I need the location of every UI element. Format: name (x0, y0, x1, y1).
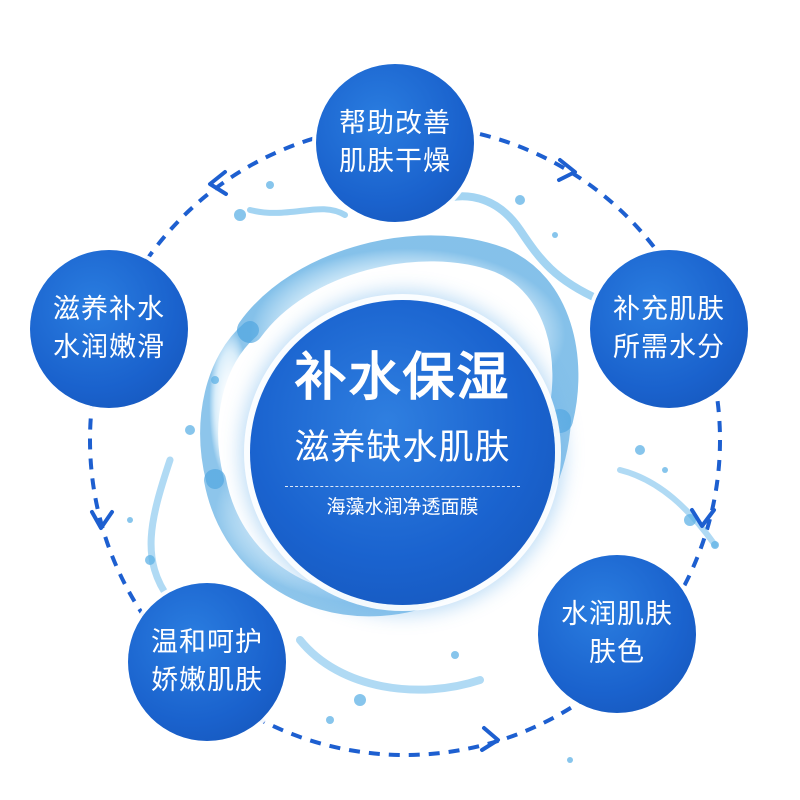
center-title: 补水保湿 (294, 348, 511, 408)
benefit-line: 水润嫩滑 (53, 332, 165, 363)
benefit-line: 肤色 (589, 637, 645, 668)
benefit-line: 补充肌肤 (613, 294, 725, 325)
benefit-line: 帮助改善 (339, 108, 451, 139)
center-subtitle: 滋养缺水肌肤 (294, 428, 511, 468)
benefit-bubble-complexion: 水润肌肤 肤色 (538, 555, 696, 713)
benefit-line: 滋养补水 (53, 294, 165, 325)
divider (285, 486, 520, 487)
product-name: 海藻水润净透面膜 (326, 496, 479, 518)
cycle-arrow-icon (90, 158, 716, 752)
benefit-bubble-gentle-care: 温和呵护 娇嫩肌肤 (128, 583, 286, 741)
benefit-bubble-moisture: 补充肌肤 所需水分 (590, 250, 748, 408)
benefit-line: 娇嫩肌肤 (151, 665, 263, 696)
benefit-line: 所需水分 (613, 332, 725, 363)
benefit-line: 温和呵护 (151, 627, 263, 658)
benefit-line: 肌肤干燥 (339, 146, 451, 177)
benefit-bubble-dryness: 帮助改善 肌肤干燥 (316, 64, 474, 222)
benefit-bubble-nourish: 滋养补水 水润嫩滑 (30, 250, 188, 408)
center-circle (250, 300, 555, 605)
benefit-line: 水润肌肤 (561, 599, 673, 630)
